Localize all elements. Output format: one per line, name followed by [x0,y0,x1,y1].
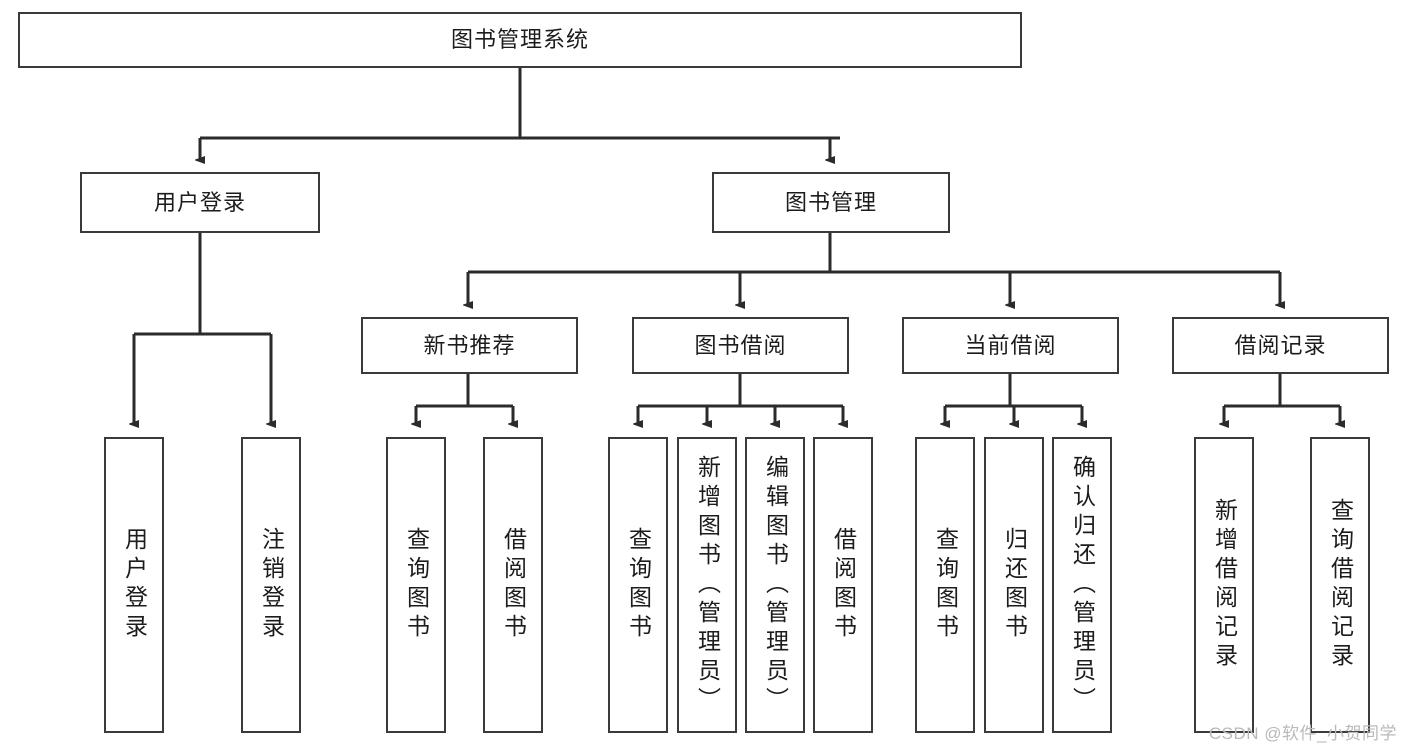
node-current-borrow-label: 当前借阅 [964,332,1057,358]
node-user-login-label: 用户登录 [153,189,246,215]
leaf-edit-book-admin-label: 编辑图书（管理员） [762,454,789,716]
node-user-login[interactable]: 用户登录 [80,172,320,233]
leaf-add-book-admin[interactable]: 新增图书（管理员） [677,437,737,733]
leaf-query-book-recommend[interactable]: 查询图书 [386,437,446,733]
leaf-query-borrow-record-label: 查询借阅记录 [1327,498,1354,672]
leaf-borrow-book-recommend-label: 借阅图书 [500,527,527,643]
leaf-query-book-borrow-label: 查询图书 [625,527,652,643]
node-new-book-recommend[interactable]: 新书推荐 [361,317,578,374]
leaf-return-book-label: 归还图书 [1001,527,1028,643]
leaf-add-borrow-record[interactable]: 新增借阅记录 [1194,437,1254,733]
leaf-return-book[interactable]: 归还图书 [984,437,1044,733]
node-borrow-records-label: 借阅记录 [1234,332,1327,358]
leaf-confirm-return-admin-label: 确认归还（管理员） [1069,454,1096,716]
leaf-query-book-current[interactable]: 查询图书 [915,437,975,733]
leaf-user-login[interactable]: 用户登录 [104,437,164,733]
leaf-borrow-book-recommend[interactable]: 借阅图书 [483,437,543,733]
leaf-query-book-recommend-label: 查询图书 [403,527,430,643]
leaf-logout[interactable]: 注销登录 [241,437,301,733]
node-book-borrow[interactable]: 图书借阅 [632,317,849,374]
node-borrow-records[interactable]: 借阅记录 [1172,317,1389,374]
node-book-management[interactable]: 图书管理 [712,172,950,233]
leaf-borrow-book[interactable]: 借阅图书 [813,437,873,733]
node-new-book-recommend-label: 新书推荐 [423,332,516,358]
node-root-label: 图书管理系统 [450,27,589,53]
leaf-query-book-borrow[interactable]: 查询图书 [608,437,668,733]
leaf-query-borrow-record[interactable]: 查询借阅记录 [1310,437,1370,733]
node-root[interactable]: 图书管理系统 [18,12,1022,68]
leaf-logout-label: 注销登录 [258,527,285,643]
node-current-borrow[interactable]: 当前借阅 [902,317,1119,374]
watermark: CSDN @软件_小贺同学 [1208,724,1397,743]
node-book-management-label: 图书管理 [784,189,877,215]
leaf-borrow-book-label: 借阅图书 [830,527,857,643]
node-book-borrow-label: 图书借阅 [694,332,787,358]
leaf-edit-book-admin[interactable]: 编辑图书（管理员） [745,437,805,733]
leaf-user-login-label: 用户登录 [121,527,148,643]
leaf-confirm-return-admin[interactable]: 确认归还（管理员） [1052,437,1112,733]
leaf-add-borrow-record-label: 新增借阅记录 [1211,498,1238,672]
leaf-query-book-current-label: 查询图书 [932,527,959,643]
leaf-add-book-admin-label: 新增图书（管理员） [694,454,721,716]
